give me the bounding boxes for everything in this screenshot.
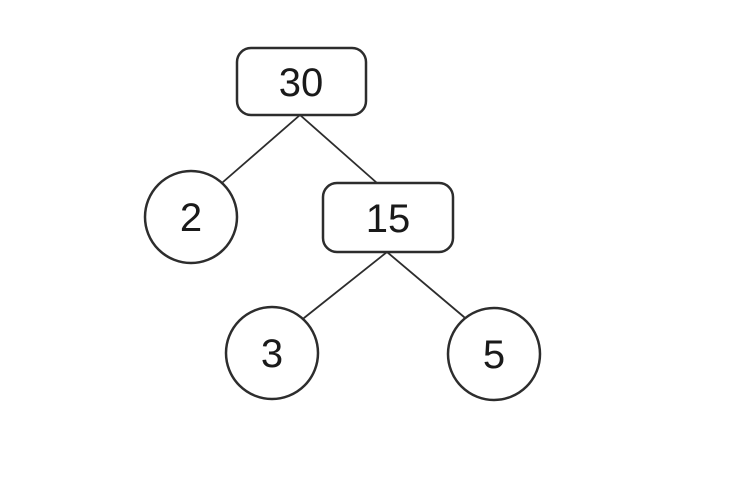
node-30-label: 30 [279, 61, 324, 105]
node-2-circle [143, 169, 239, 265]
node-30-rect [235, 46, 368, 117]
node-3-label: 3 [261, 332, 283, 376]
node-5: 5 [446, 306, 542, 402]
node-2: 2 [143, 169, 239, 265]
edge-15-3 [303, 251, 388, 319]
node-3-circle [224, 305, 320, 401]
node-3: 3 [224, 305, 320, 401]
node-15: 15 [321, 181, 455, 254]
edges [222, 114, 465, 319]
edge-15-5 [386, 251, 465, 318]
node-2-label: 2 [180, 196, 202, 240]
node-5-circle [446, 306, 542, 402]
edge-30-2 [222, 114, 301, 183]
node-5-label: 5 [483, 333, 505, 377]
node-30: 30 [235, 46, 368, 117]
node-15-label: 15 [366, 197, 411, 241]
edge-30-15 [299, 114, 378, 184]
node-15-rect [321, 181, 455, 254]
